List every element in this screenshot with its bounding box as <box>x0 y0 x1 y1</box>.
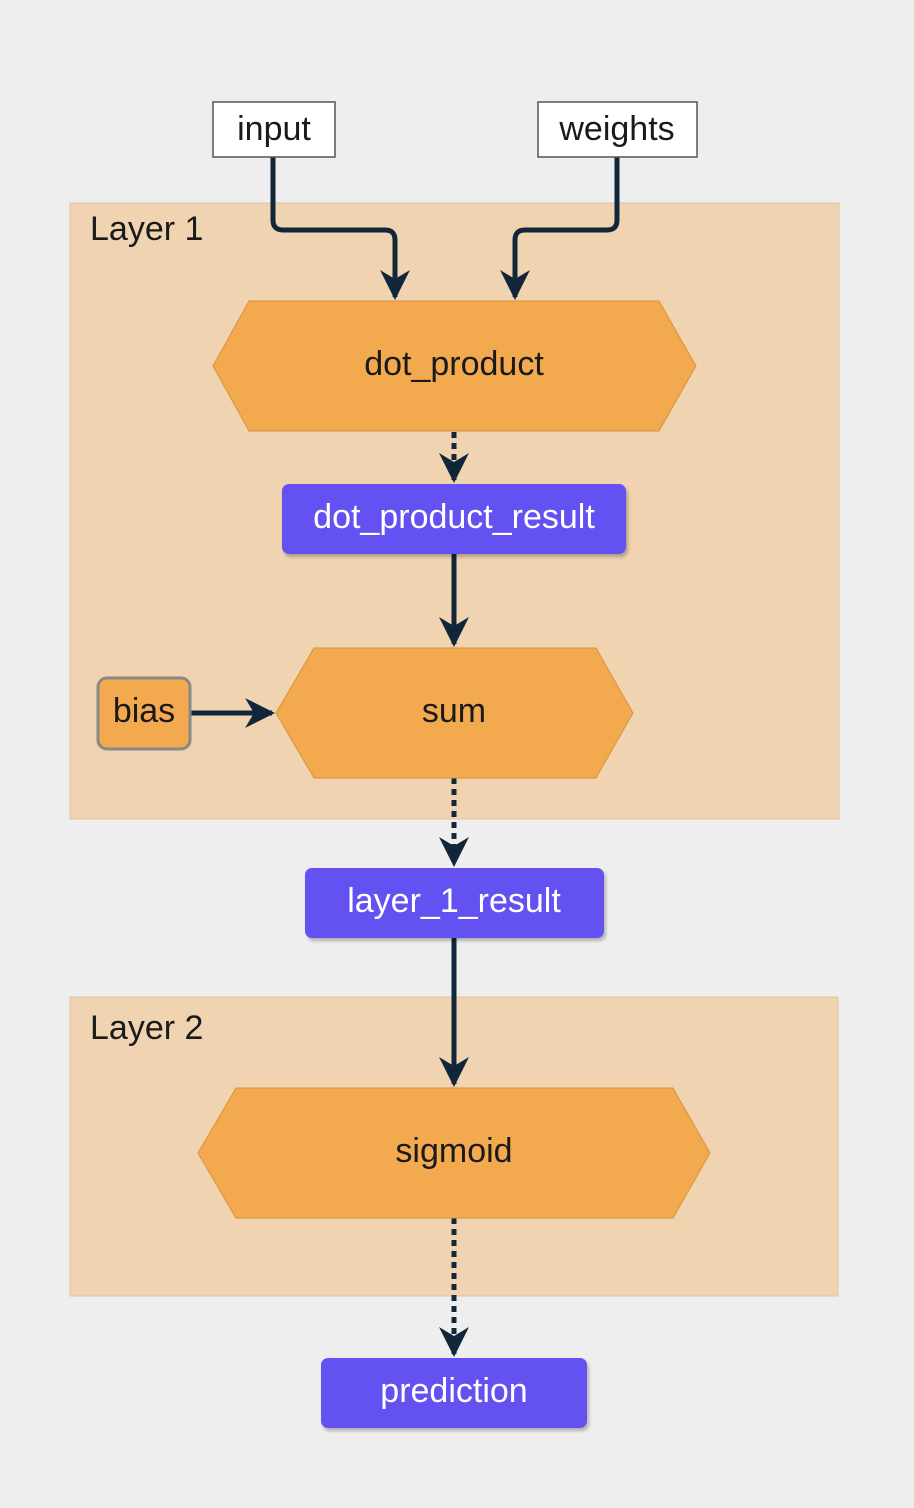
node-sum[interactable]: sum <box>275 647 634 779</box>
node-dot-product-result[interactable]: dot_product_result <box>282 484 626 554</box>
node-sigmoid[interactable]: sigmoid <box>197 1087 711 1219</box>
node-weights[interactable]: weights <box>537 101 698 158</box>
node-sum-label: sum <box>422 692 486 730</box>
node-prediction[interactable]: prediction <box>321 1358 587 1428</box>
node-dot-product-label: dot_product <box>364 345 544 383</box>
node-input[interactable]: input <box>212 101 336 158</box>
node-sigmoid-label: sigmoid <box>395 1132 512 1170</box>
layer-2-label: Layer 2 <box>90 1009 203 1047</box>
node-input-label: input <box>237 110 311 148</box>
node-layer-1-result-label: layer_1_result <box>347 882 561 920</box>
node-dot-product[interactable]: dot_product <box>212 300 697 432</box>
edge-weights-to-dot-product <box>500 157 620 300</box>
node-weights-label: weights <box>558 110 674 148</box>
node-layer-1-result[interactable]: layer_1_result <box>305 868 604 938</box>
node-bias-label: bias <box>113 692 175 730</box>
node-dot-product-result-label: dot_product_result <box>313 498 595 536</box>
layer-1-label: Layer 1 <box>90 210 203 248</box>
node-prediction-label: prediction <box>380 1372 527 1410</box>
node-bias[interactable]: bias <box>96 676 192 751</box>
edge-input-to-dot-product <box>270 157 410 300</box>
edges <box>190 157 620 1357</box>
